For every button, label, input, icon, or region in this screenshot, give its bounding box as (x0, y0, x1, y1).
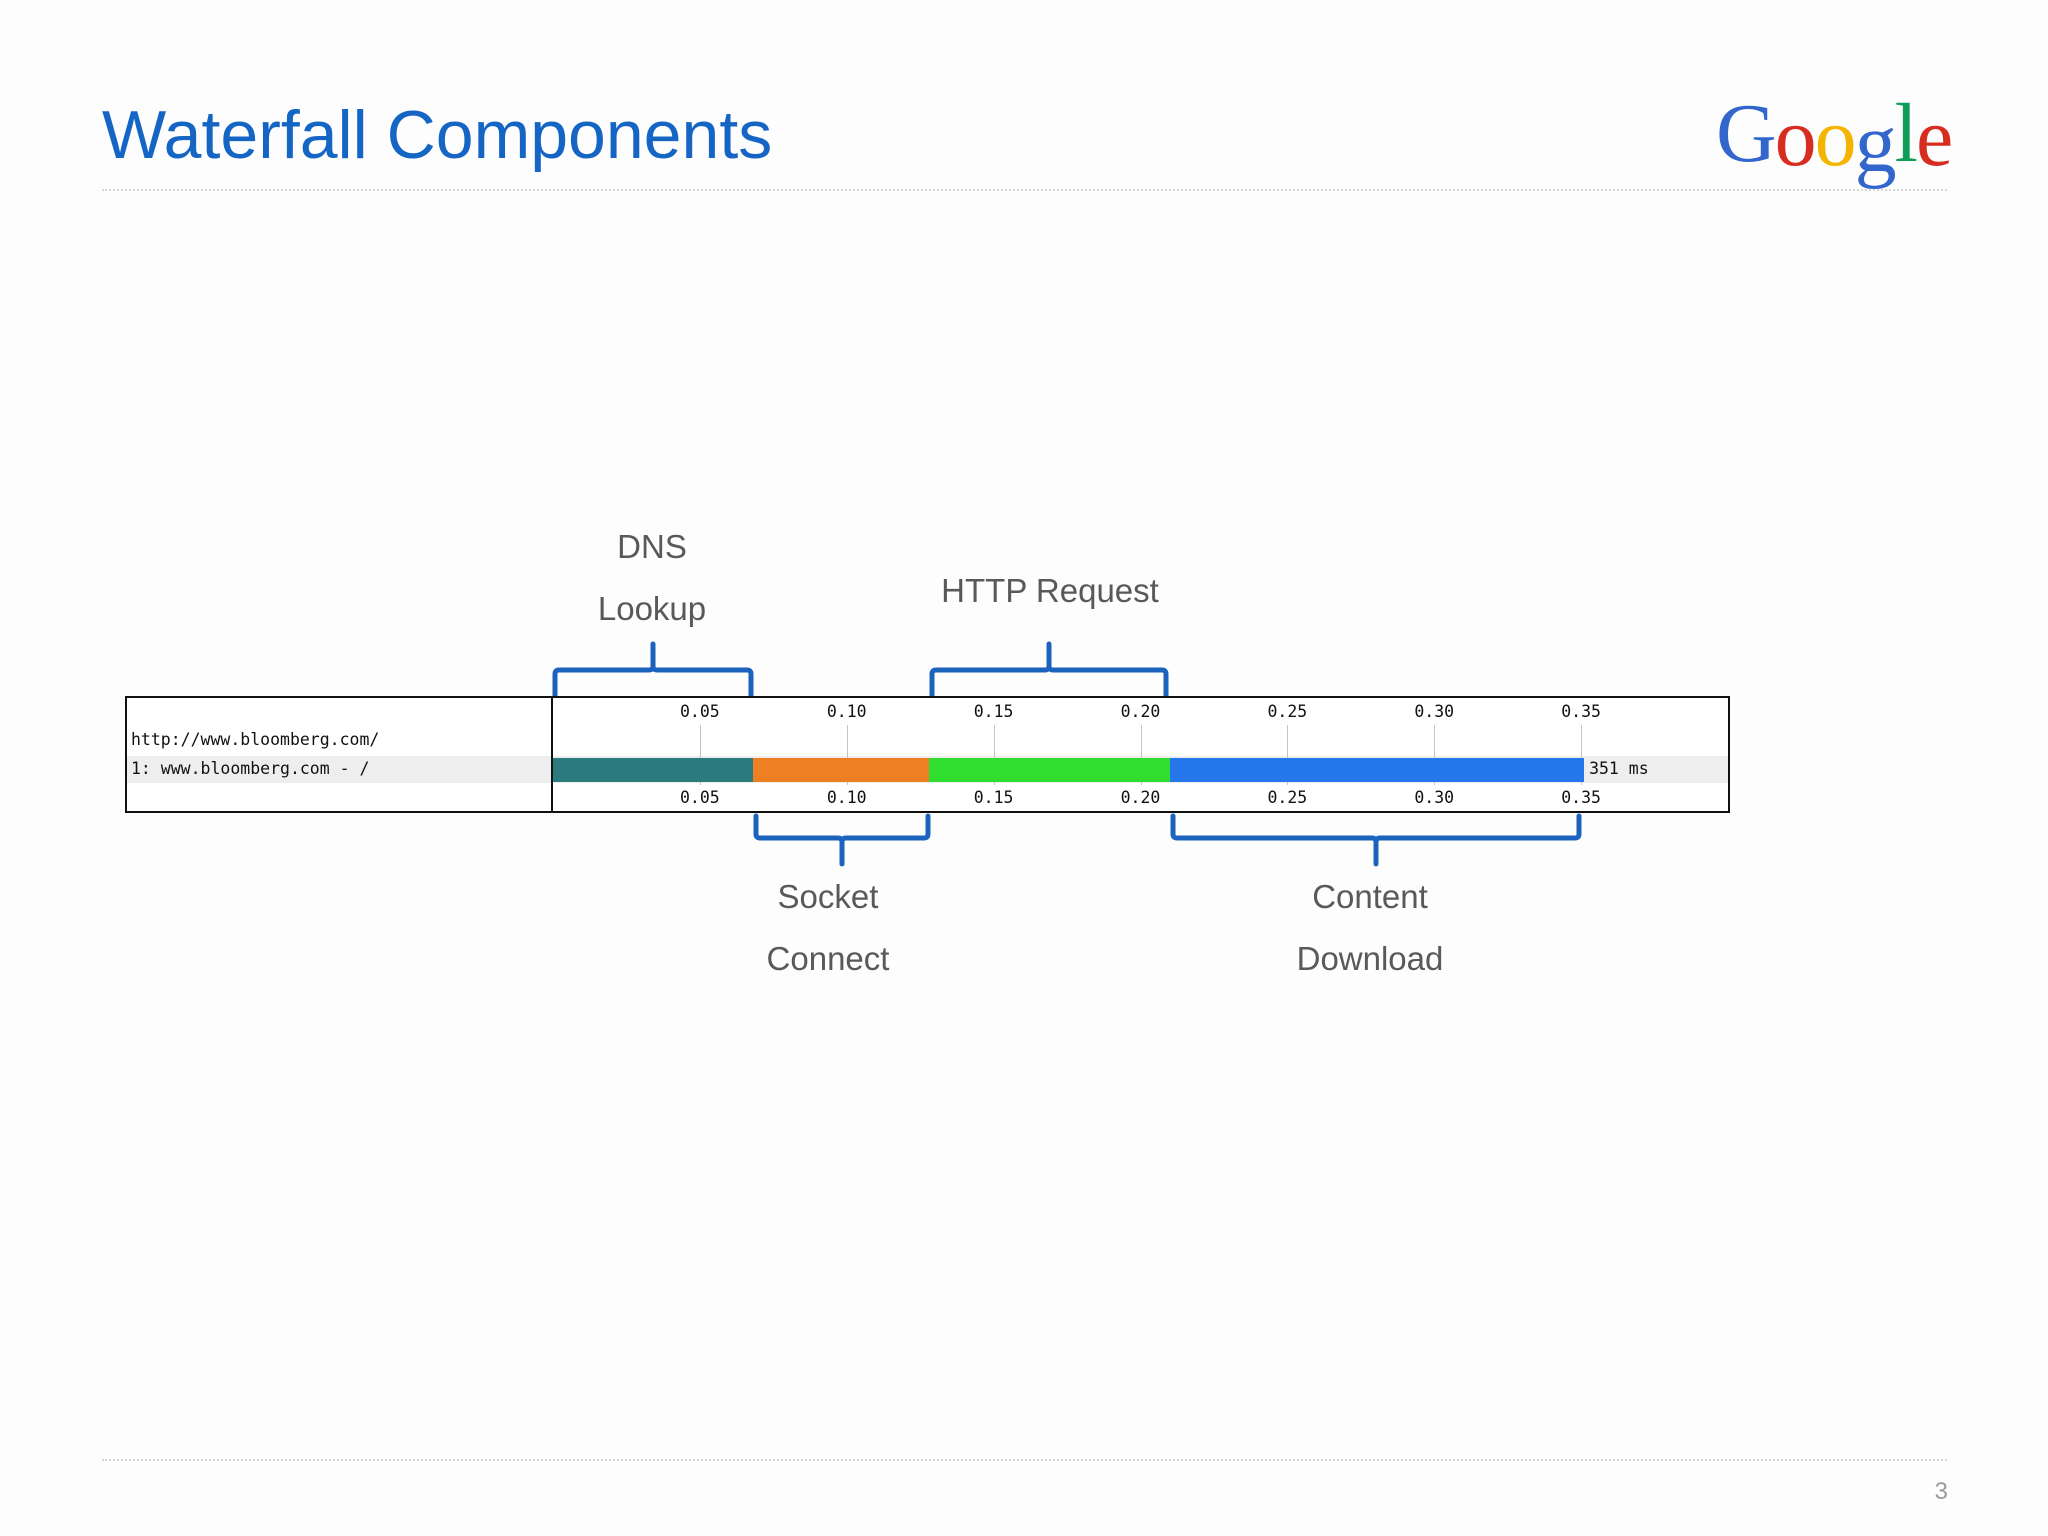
content-label-line-1: Content (1312, 878, 1428, 915)
tick-label-bottom: 0.10 (826, 788, 867, 807)
socket-connect-bracket (753, 813, 931, 867)
phase-request-bar (929, 758, 1170, 782)
gridline (1434, 725, 1436, 785)
header-divider (102, 189, 1947, 191)
slide-title: Waterfall Components (102, 97, 773, 173)
dns-lookup-label: DNS Lookup (522, 516, 782, 640)
tick-label-top: 0.30 (1414, 702, 1455, 721)
socket-label-line-1: Socket (777, 878, 879, 915)
footer-divider (102, 1459, 1947, 1461)
tick-label-bottom: 0.05 (680, 788, 720, 807)
phase-download-bar (1169, 758, 1585, 782)
tick-label-bottom: 0.20 (1120, 788, 1161, 807)
dns-label-line-1: DNS (617, 528, 687, 565)
socket-label-line-2: Connect (766, 940, 890, 977)
gridline (846, 725, 848, 785)
request-row-label: 1: www.bloomberg.com - / (131, 759, 370, 778)
tick-label-bottom: 0.30 (1414, 788, 1455, 807)
tick-label-top: 0.05 (680, 702, 720, 721)
tick-label-top: 0.35 (1561, 702, 1601, 721)
phase-connect-bar (752, 758, 929, 782)
logo-letter: o (1774, 91, 1817, 184)
google-logo: Google (1716, 87, 1953, 186)
http-request-label: HTTP Request (920, 560, 1180, 622)
gridline (1140, 725, 1142, 785)
url-column: http://www.bloomberg.com/ 1: www.bloombe… (127, 698, 553, 811)
dns-lookup-bracket (552, 641, 754, 701)
gridline (1287, 725, 1289, 785)
tick-label-top: 0.25 (1267, 702, 1308, 721)
tick-label-bottom: 0.15 (973, 788, 1014, 807)
timeline: 0.05 0.05 0.10 0.10 0.15 0.15 0.20 0.20 0.25 0.25… (553, 698, 1728, 811)
slide-number: 3 (1934, 1478, 1948, 1505)
tick-label-bottom: 0.35 (1561, 788, 1601, 807)
http-request-bracket (929, 641, 1169, 699)
tick-label-top: 0.20 (1120, 702, 1161, 721)
content-download-bracket (1170, 813, 1582, 867)
gridline (1581, 725, 1583, 785)
gridline (993, 725, 995, 785)
gridline (699, 725, 701, 785)
tick-label-top: 0.15 (973, 702, 1014, 721)
logo-letter: o (1814, 91, 1857, 184)
logo-letter: g (1854, 97, 1897, 190)
phase-dns-bar (553, 758, 753, 782)
logo-letter: l (1894, 87, 1918, 180)
content-download-label: Content Download (1240, 866, 1500, 990)
logo-letter: e (1916, 91, 1953, 184)
http-label-line-1: HTTP Request (941, 572, 1159, 609)
logo-letter: G (1716, 87, 1777, 180)
tick-label-bottom: 0.25 (1267, 788, 1308, 807)
socket-connect-label: Socket Connect (698, 866, 958, 990)
tick-label-top: 0.10 (826, 702, 867, 721)
waterfall-chart: http://www.bloomberg.com/ 1: www.bloombe… (125, 696, 1730, 813)
page-url: http://www.bloomberg.com/ (131, 730, 380, 749)
dns-label-line-2: Lookup (597, 590, 707, 627)
content-label-line-2: Download (1296, 940, 1444, 977)
total-time-label: 351 ms (1589, 759, 1649, 778)
